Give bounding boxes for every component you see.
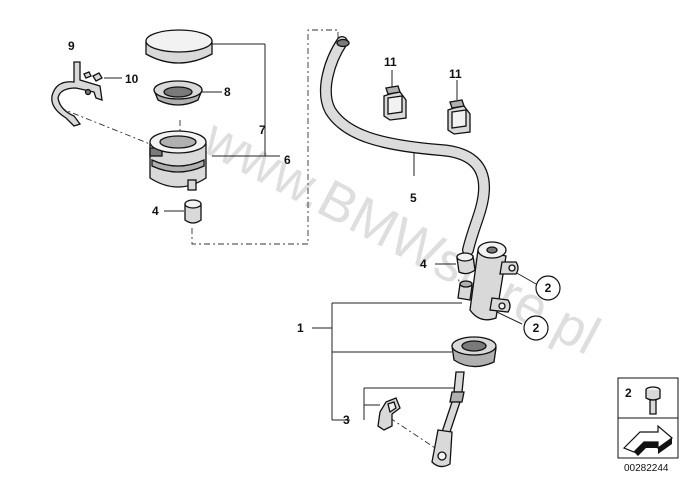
legend-label: 2	[625, 386, 632, 400]
seal-ring	[153, 80, 203, 106]
callout-10: 10	[125, 72, 139, 86]
fluid-reservoir	[149, 130, 207, 191]
hose-clip-right	[447, 99, 471, 135]
callout-11-right: 11	[449, 67, 462, 81]
callout-2-lower: 2	[523, 315, 549, 341]
legend-box: 2	[617, 377, 679, 459]
hose-clamp-right	[456, 252, 476, 275]
arrow-icon	[622, 424, 673, 456]
reservoir-cap	[145, 29, 213, 64]
callout-4-right: 4	[420, 257, 427, 271]
document-number: 00282244	[624, 463, 669, 474]
retaining-clip	[377, 397, 401, 431]
svg-text:2: 2	[545, 281, 552, 295]
hose	[320, 36, 490, 256]
leader-lines	[104, 43, 537, 421]
callout-3: 3	[343, 413, 350, 427]
hose-clamp-left	[184, 199, 202, 224]
callout-2-upper: 2	[535, 275, 561, 301]
callout-5: 5	[410, 191, 417, 205]
callout-6: 6	[284, 153, 291, 167]
master-cylinder	[457, 241, 519, 321]
callout-4-left: 4	[152, 204, 159, 218]
callout-11-left: 11	[384, 55, 397, 69]
dust-boot	[451, 336, 497, 368]
hose-clip-left	[383, 85, 407, 121]
callout-8: 8	[224, 85, 231, 99]
push-rod	[431, 371, 465, 468]
callout-1: 1	[297, 321, 304, 335]
callout-9: 9	[68, 39, 75, 53]
callout-7: 7	[259, 123, 266, 137]
bolt-icon	[645, 386, 661, 415]
small-screws	[83, 71, 103, 82]
bracket-clip	[51, 61, 103, 127]
svg-text:2: 2	[533, 321, 540, 335]
